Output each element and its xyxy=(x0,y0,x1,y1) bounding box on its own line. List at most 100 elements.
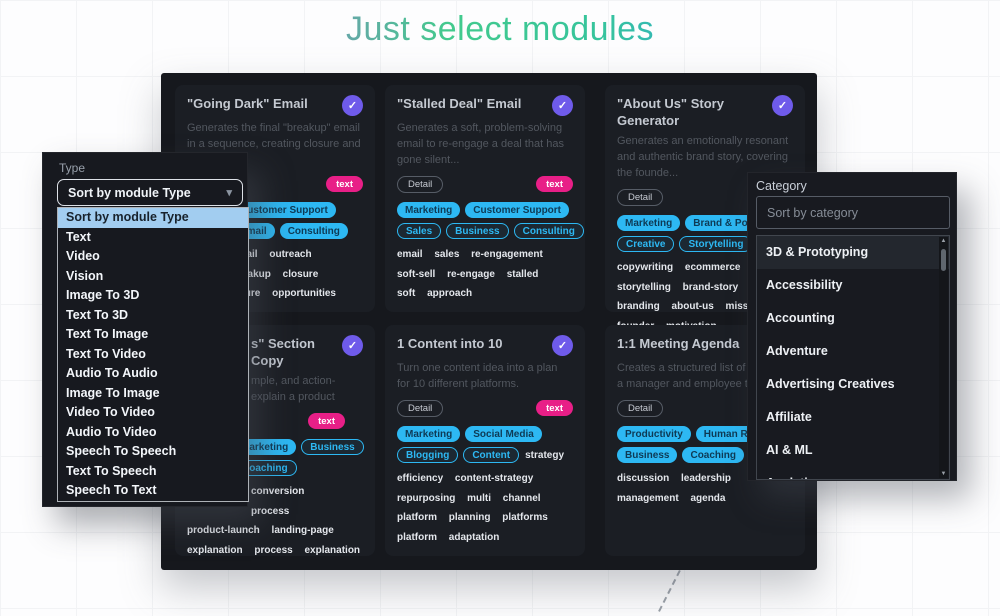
card-keywords: email sales re-engagement soft-sell re-en… xyxy=(397,245,573,304)
card-title: 1:1 Meeting Agenda xyxy=(617,336,740,351)
checkmark-icon[interactable]: ✓ xyxy=(342,95,363,116)
tag-pill[interactable]: Marketing xyxy=(397,202,461,218)
type-option[interactable]: Image To Image xyxy=(66,385,160,400)
type-badge: text xyxy=(536,400,573,416)
tag-pill[interactable]: Business xyxy=(301,439,364,455)
module-card[interactable]: s" Section Copy✓mple, and action-explain… xyxy=(175,325,375,556)
detail-button[interactable]: Detail xyxy=(617,188,664,206)
tag-pill[interactable]: Creative xyxy=(617,236,675,252)
detail-button[interactable]: Detail xyxy=(397,399,444,417)
tag-pill[interactable]: Social Media xyxy=(465,426,542,442)
type-option[interactable]: Video To Video xyxy=(66,405,155,419)
type-option[interactable]: Speech To Text xyxy=(66,483,157,497)
keyword-row: soft-sell re-engage stalled xyxy=(397,268,539,280)
type-option[interactable]: Text To Image xyxy=(66,327,149,341)
tag-pill[interactable]: Business xyxy=(617,447,678,463)
type-option[interactable]: Text To Speech xyxy=(66,463,157,478)
type-badge: text xyxy=(308,413,345,429)
keyword-row: platform adaptation xyxy=(397,531,500,543)
keyword-row: email sales re-engagement xyxy=(397,249,543,260)
category-option[interactable]: Advertising Creatives xyxy=(766,377,895,391)
tag-pill[interactable]: Coaching xyxy=(682,447,745,463)
category-search-input[interactable] xyxy=(756,196,950,229)
card-description: Creates a structured list of to xyxy=(617,362,758,374)
type-option[interactable]: Image To 3D xyxy=(66,288,140,302)
module-card[interactable]: 1 Content into 10✓Turn one content idea … xyxy=(385,325,585,556)
tag-pill[interactable]: Marketing xyxy=(397,426,461,442)
category-option[interactable]: Accessibility xyxy=(766,278,843,292)
scroll-down-icon[interactable]: ▼ xyxy=(940,471,947,477)
type-option[interactable]: Audio To Audio xyxy=(66,366,158,380)
card-header: "Stalled Deal" Email✓ xyxy=(397,95,573,116)
keyword-row: branding about-us mission xyxy=(617,301,764,312)
type-option[interactable]: Speech To Speech xyxy=(66,444,177,458)
type-select-value: Sort by module Type xyxy=(68,185,191,200)
tag-pill[interactable]: Customer Support xyxy=(232,202,336,218)
type-select[interactable]: Sort by module Type ▾ xyxy=(57,179,243,206)
tag-pill[interactable]: Sales xyxy=(397,223,442,239)
category-option[interactable]: Adventure xyxy=(766,344,828,358)
card-title: 1 Content into 10 xyxy=(397,336,503,351)
scrollbar-thumb[interactable] xyxy=(941,249,946,271)
module-card[interactable]: "Stalled Deal" Email✓ Generates a soft, p… xyxy=(385,85,585,312)
checkmark-icon[interactable]: ✓ xyxy=(552,95,573,116)
card-meta: text xyxy=(187,412,363,430)
keyword-row: storytelling brand-story xyxy=(617,281,739,293)
card-header: 1 Content into 10 ✓ xyxy=(397,335,573,356)
type-filter-panel: Type Sort by module Type ▾ Sort by modul… xyxy=(42,152,249,507)
category-option[interactable]: Affiliate xyxy=(766,410,812,424)
keyword-row: platform planning platforms xyxy=(397,512,548,523)
type-option[interactable]: Vision xyxy=(66,268,104,283)
tag-pill[interactable]: Content xyxy=(463,447,520,463)
card-description: explain a product xyxy=(251,391,335,403)
keyword-row: explanation process explanation xyxy=(187,544,361,556)
checkmark-icon[interactable]: ✓ xyxy=(342,335,363,356)
keyword-row: management agenda xyxy=(617,492,726,504)
keyword-row: future opportunities xyxy=(232,288,336,299)
tag-pill[interactable]: Productivity xyxy=(617,426,691,442)
dashed-connector-line xyxy=(658,570,681,612)
tag-pill[interactable]: Marketing xyxy=(617,215,681,231)
type-option[interactable]: Text To Video xyxy=(66,346,146,361)
keyword-row: repurposing multi channel xyxy=(397,492,541,504)
category-filter-panel: Category ▲ ▼ 3D & PrototypingAccessibili… xyxy=(747,172,957,481)
type-option[interactable]: Video xyxy=(66,249,100,263)
tag-pill[interactable]: Consulting xyxy=(279,223,348,239)
keyword-row: copywriting ecommerce xyxy=(617,262,741,273)
detail-button[interactable]: Detail xyxy=(397,175,444,193)
keyword-row: email outreach xyxy=(232,249,312,260)
scroll-up-icon[interactable]: ▲ xyxy=(940,238,947,244)
keyword-row: breakup closure xyxy=(232,268,319,280)
checkmark-icon[interactable]: ✓ xyxy=(772,95,793,116)
card-description: Generates a soft, problem-solving email … xyxy=(397,122,564,166)
type-badge: text xyxy=(536,176,573,192)
category-option[interactable]: 3D & Prototyping xyxy=(757,236,949,269)
card-title: s" Section Copy xyxy=(251,336,315,368)
card-keywords: discussion leadership management agenda xyxy=(617,469,793,508)
category-option[interactable]: Analytics xyxy=(757,467,949,479)
checkmark-icon[interactable]: ✓ xyxy=(552,335,573,356)
detail-button[interactable]: Detail xyxy=(617,399,664,417)
tag-pill[interactable]: Business xyxy=(446,223,509,239)
modules-panel: "Going Dark" Email✓Generates the final "… xyxy=(161,73,817,570)
tag-pill[interactable]: Customer Support xyxy=(465,202,570,218)
scrollbar[interactable]: ▲ ▼ xyxy=(939,237,948,478)
tag-pill: strategy xyxy=(525,449,565,461)
type-option[interactable]: Text To 3D xyxy=(66,307,129,322)
card-title: "Going Dark" Email xyxy=(187,96,308,111)
type-option[interactable]: Text xyxy=(66,229,91,244)
keyword-row: discussion leadership xyxy=(617,473,732,484)
tag-pill[interactable]: Storytelling xyxy=(679,236,753,252)
keyword-row: efficiency content-strategy xyxy=(397,473,534,484)
category-option[interactable]: AI & ML xyxy=(766,443,813,457)
tag-pill[interactable]: Blogging xyxy=(397,447,459,463)
type-option[interactable]: Sort by module Type xyxy=(58,208,248,228)
type-option[interactable]: Audio To Video xyxy=(66,424,157,439)
category-option[interactable]: Accounting xyxy=(766,311,835,325)
keyword-row: process xyxy=(251,505,290,517)
tag-pill[interactable]: Consulting xyxy=(513,223,584,239)
